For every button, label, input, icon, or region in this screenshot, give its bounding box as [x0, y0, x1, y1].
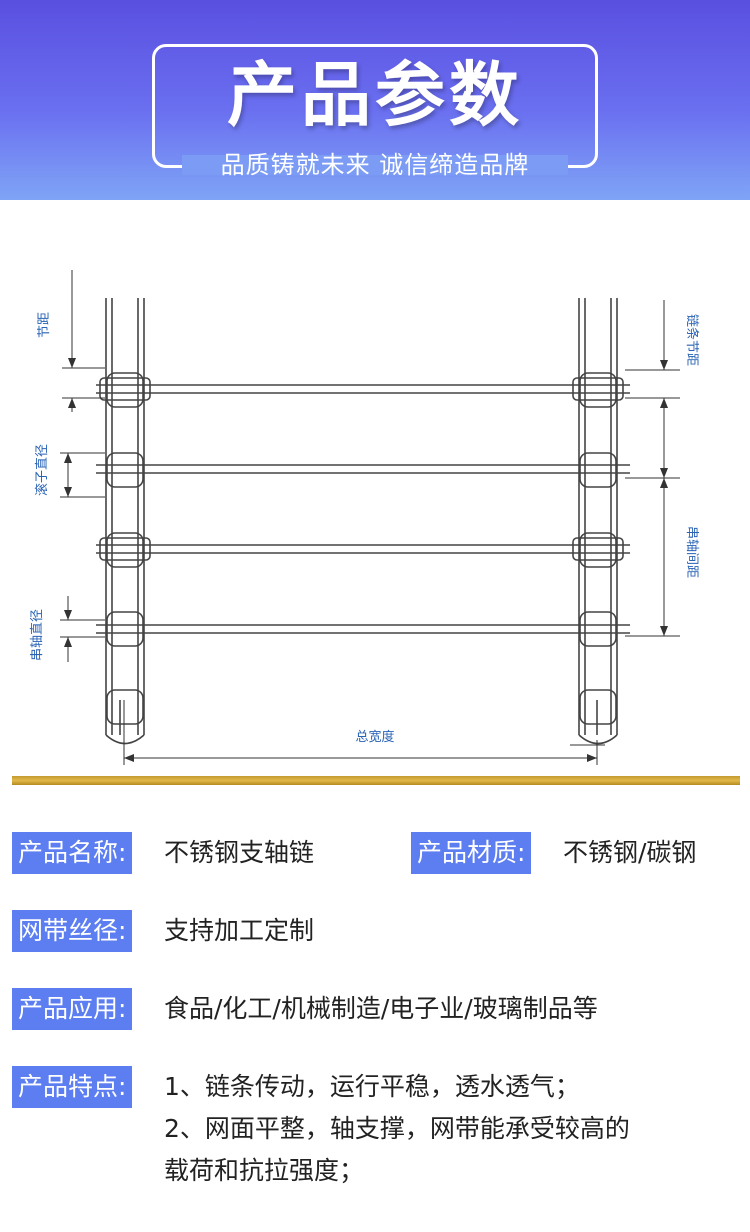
shaft-spacing-label: 串轴间距: [684, 526, 699, 578]
spec-label-application: 产品应用:: [12, 988, 133, 1030]
spec-value-wire: 支持加工定制: [164, 916, 315, 945]
spec-value-application: 食品/化工/机械制造/电子业/玻璃制品等: [164, 994, 598, 1023]
spec-label-wire: 网带丝径:: [12, 910, 133, 952]
feature-list: 1、链条传动，运行平稳，透水透气； 2、网面平整，轴支撑，网带能承受较高的 载荷…: [164, 1066, 744, 1192]
shaft-diameter-label: 串轴直径: [30, 609, 45, 661]
header-banner: 产品参数 品质铸就未来 诚信缔造品牌: [0, 0, 750, 200]
feature-line: 2、网面平整，轴支撑，网带能承受较高的: [164, 1114, 630, 1143]
divider-bar: [12, 776, 740, 785]
chain-pitch-label: 链条节距: [684, 314, 700, 366]
total-width-label: 总宽度: [355, 729, 394, 745]
chain-diagram: 节距 滚子直径 串轴直径 链条节距 串轴间距 总宽度: [30, 270, 700, 765]
spec-label-material: 产品材质:: [411, 832, 532, 874]
spec-value-name: 不锈钢支轴链: [164, 838, 315, 867]
roller-diameter-label: 滚子直径: [34, 444, 50, 496]
pitch-label: 节距: [37, 312, 52, 338]
spec-label-features: 产品特点:: [12, 1066, 133, 1108]
banner-frame-gap: [182, 155, 568, 175]
banner-title: 产品参数: [227, 53, 523, 136]
feature-line: 1、链条传动，运行平稳，透水透气；: [164, 1072, 580, 1101]
spec-value-material: 不锈钢/碳钢: [563, 838, 697, 867]
spec-label-name: 产品名称:: [12, 832, 133, 874]
feature-line: 载荷和抗拉强度；: [164, 1156, 365, 1185]
banner-subtitle: 品质铸就未来 诚信缔造品牌: [220, 151, 530, 179]
